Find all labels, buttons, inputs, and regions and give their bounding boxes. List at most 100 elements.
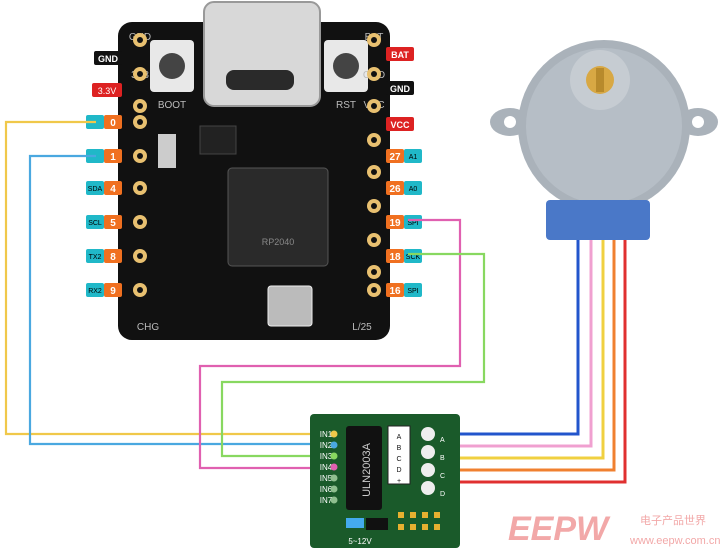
driver-output-label: D: [396, 467, 401, 474]
driver-input-pin: [330, 496, 338, 504]
wire-blue-in2: [28, 154, 330, 446]
signal-wires: [4, 120, 486, 470]
driver-input-label: IN1: [320, 430, 333, 439]
driver-input-pin: [330, 463, 338, 471]
driver-output-label: A: [397, 434, 402, 441]
right-pin-number-badge: [386, 149, 404, 163]
wire-green-in3: [220, 252, 486, 458]
motor-wire-blue: [424, 240, 580, 436]
right-vcc-label: VCC: [390, 120, 410, 130]
left-pin-func: SCL: [88, 220, 102, 227]
uln2003-chip: [346, 426, 382, 510]
left-gnd-label: GND: [98, 54, 119, 64]
driver-leds: A B C D: [421, 427, 445, 498]
left-pin-number: 8: [110, 252, 116, 263]
driver-input-pin: [330, 430, 338, 438]
driver-input-label: IN3: [320, 452, 333, 461]
motor-wire-housing: [546, 200, 650, 240]
driver-input-label: IN2: [320, 441, 333, 450]
left-3v3-label: 3.3V: [98, 86, 117, 96]
right-pin-number-badge: [386, 249, 404, 263]
stepper-motor: [490, 40, 718, 240]
l25-label: L/25: [352, 322, 372, 333]
driver-led: [421, 445, 435, 459]
driver-led-label: C: [440, 473, 445, 480]
driver-input-pin: [330, 485, 338, 493]
left-pin-number-badge: [104, 149, 122, 163]
left-pin-func-badge: [86, 283, 104, 297]
right-pin-number: 27: [389, 152, 401, 163]
driver-input-pin: [330, 452, 338, 460]
right-pin-number: 19: [389, 218, 401, 229]
right-pin-number-badge: [386, 283, 404, 297]
motor-wire-yellow: [424, 240, 605, 460]
microcontroller-board: RP2040 GND BAT 3V3 GND BOOT RST VCC CHG …: [118, 1, 390, 340]
left-pin-number: 1: [110, 152, 116, 163]
right-pin-number-badge: [386, 215, 404, 229]
usb-c-port: [203, 1, 321, 107]
driver-output-label: +: [397, 478, 401, 485]
driver-led-label: B: [440, 455, 445, 462]
uln2003-label: ULN2003A: [361, 442, 373, 496]
right-pin-number-badge: [386, 181, 404, 195]
right-pad-column: [367, 33, 381, 297]
right-pin-func: SCK: [406, 254, 421, 261]
right-pin-func: A1: [409, 154, 418, 161]
left-pin-func: TX2: [89, 254, 102, 261]
left-pin-number-badge: [104, 283, 122, 297]
left-pin-func: SDA: [88, 186, 103, 193]
right-pin-number: 16: [389, 286, 401, 297]
right-pin-number: 18: [389, 252, 401, 263]
right-pin-func: A0: [409, 186, 418, 193]
wire-pink-in4: [198, 218, 462, 470]
eepw-tagline: 电子产品世界: [640, 513, 706, 527]
motor-wires: [424, 240, 627, 484]
right-pin-number: 26: [389, 184, 401, 195]
left-pin-func-badge: [86, 215, 104, 229]
driver-input-label: IN5: [320, 474, 333, 483]
wire-yellow-in1: [4, 120, 330, 436]
left-pin-number: 9: [110, 286, 116, 297]
right-pin-func: SPI: [407, 288, 418, 295]
solder-pads: [398, 512, 440, 530]
driver-led-label: D: [440, 491, 445, 498]
chg-label: CHG: [137, 322, 159, 333]
right-pin-func-badge: [404, 249, 422, 263]
right-pin-func-badge: [404, 215, 422, 229]
rp2040-chip: [227, 167, 329, 267]
left-pad-column: [133, 33, 147, 297]
rst-label: RST: [336, 100, 356, 111]
chip-label: RP2040: [262, 237, 295, 247]
left-pin-number-badge: [104, 215, 122, 229]
boot-button: [150, 40, 194, 92]
crystal: [267, 285, 313, 327]
left-power-labels: GND 3.3V: [92, 51, 122, 97]
motor-wire-orange: [424, 240, 616, 472]
driver-output-label: B: [397, 445, 402, 452]
driver-led-label: A: [440, 437, 445, 444]
driver-input-pin: [330, 474, 338, 482]
driver-input-label: IN4: [320, 463, 333, 472]
right-gnd-label: GND: [390, 84, 411, 94]
right-pin-func: SPI: [407, 220, 418, 227]
driver-led: [421, 463, 435, 477]
left-pin-number: 5: [110, 218, 116, 229]
left-pin-func-badge: [86, 181, 104, 195]
right-power-labels: BAT GND VCC: [386, 47, 414, 131]
driver-input-pin: [330, 441, 338, 449]
eepw-watermark: EEPW 电子产品世界 www.eepw.com.cn: [508, 510, 720, 548]
driver-input-label: IN6: [320, 485, 333, 494]
reset-button: [324, 40, 368, 92]
left-pin-number-badge: [104, 249, 122, 263]
driver-output-label: C: [396, 456, 401, 463]
right-pin-func-badge: [404, 283, 422, 297]
left-pin-func: RX2: [88, 288, 102, 295]
boot-label: BOOT: [158, 100, 186, 111]
left-pin-number-badge: [104, 115, 122, 129]
right-pin-func-badge: [404, 181, 422, 195]
